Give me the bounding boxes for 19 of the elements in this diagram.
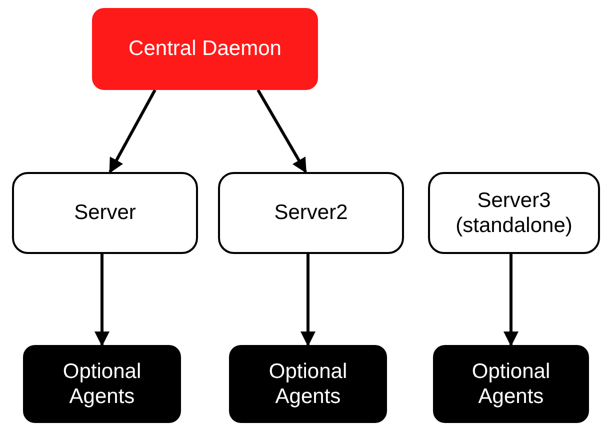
server-box <box>12 172 198 254</box>
node-label: Server <box>74 200 136 226</box>
node-label: Server2 <box>274 200 348 226</box>
node-label: Optional Agents <box>470 358 552 410</box>
server-box <box>218 172 404 254</box>
agent-box <box>433 345 589 423</box>
node-label: Server3 (standalone) <box>454 188 574 238</box>
arrow <box>94 254 110 346</box>
node-label: Optional Agents <box>62 358 142 410</box>
arrow <box>256 89 307 174</box>
server-box <box>428 172 600 254</box>
agent-box <box>23 345 181 423</box>
node-label: Optional Agents <box>268 358 348 410</box>
daemon-box <box>92 8 318 90</box>
node-label: Central Daemon <box>128 36 282 62</box>
agent-box <box>229 345 387 423</box>
arrow <box>108 89 156 174</box>
arrow <box>300 254 316 346</box>
arrow <box>504 254 518 346</box>
